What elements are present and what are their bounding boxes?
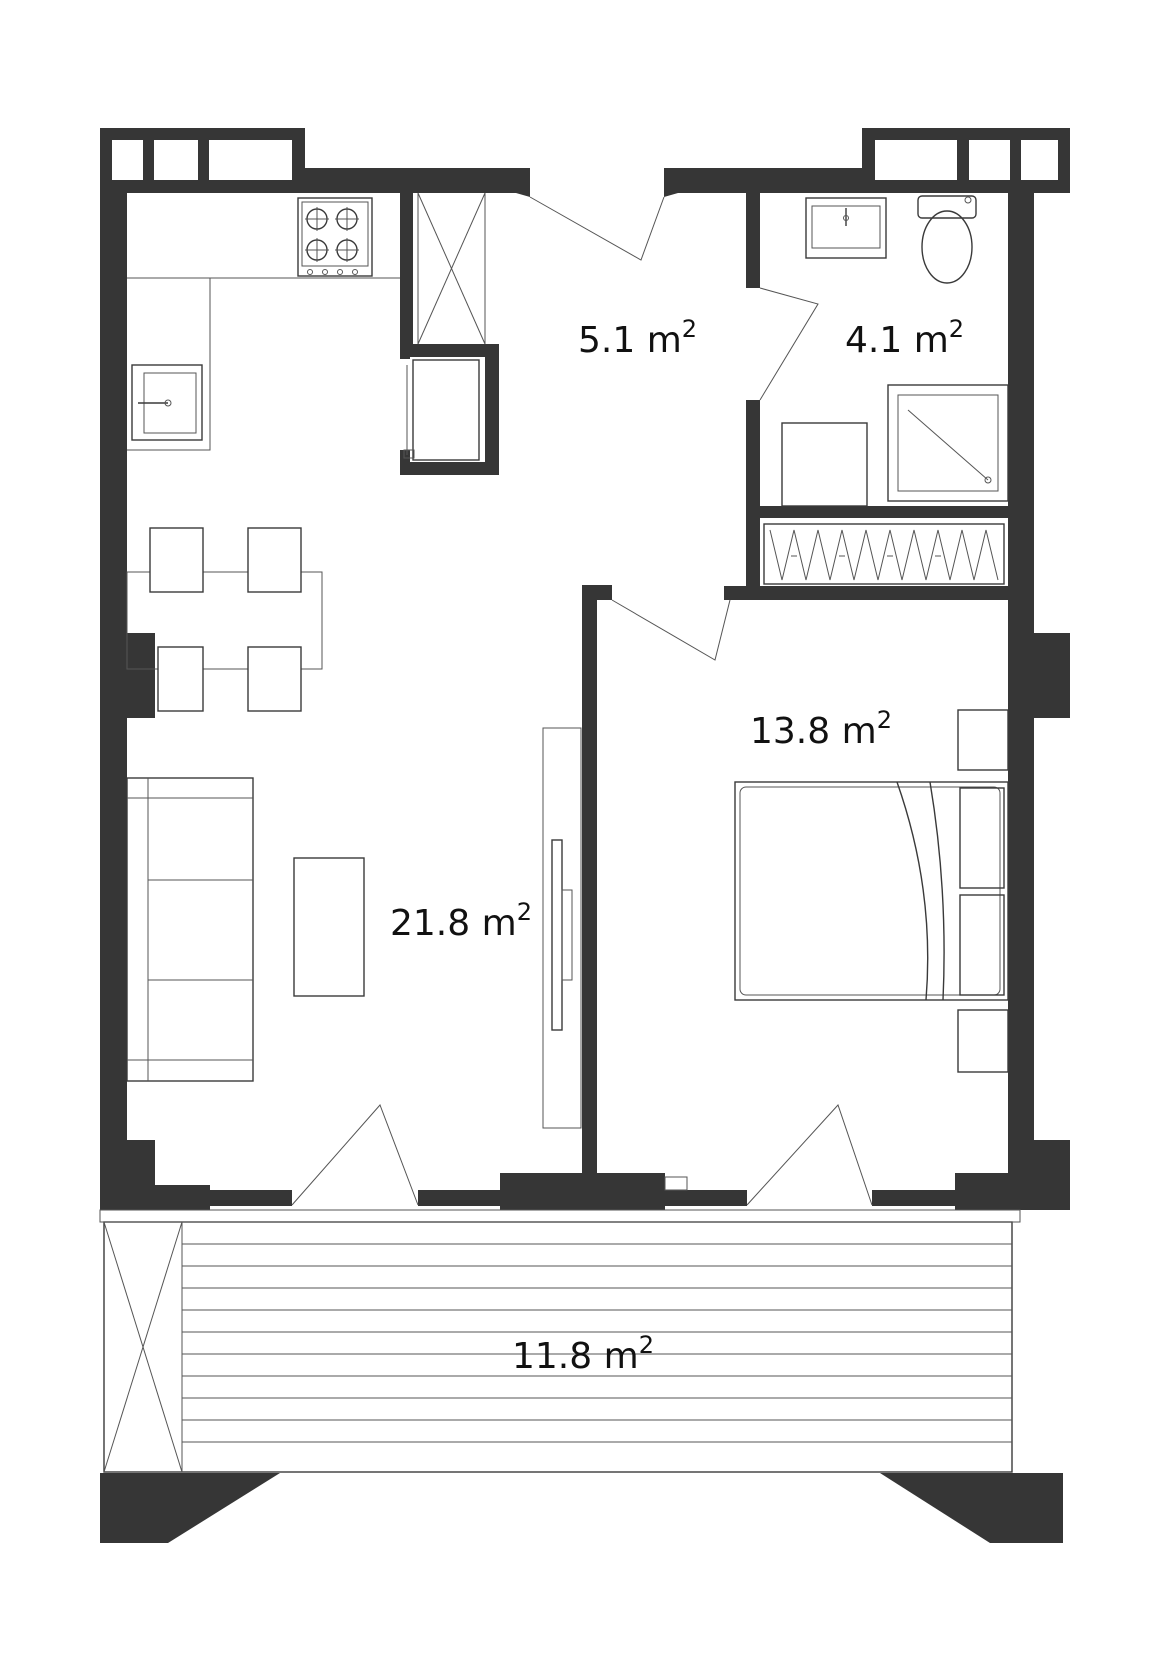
walls	[100, 128, 1070, 1543]
dining-set	[126, 527, 323, 712]
window-sill	[862, 180, 1070, 193]
window-mullion	[198, 128, 209, 193]
wall-bottom	[210, 1190, 292, 1206]
terrace-decking	[182, 1243, 1012, 1443]
wall-interior-vertical	[582, 590, 597, 1180]
bed-icon	[734, 781, 1009, 1001]
wall-top-right	[664, 168, 862, 193]
area-label-bedroom: 13.8 m2	[750, 706, 892, 752]
door-swing-living-terrace	[291, 1104, 419, 1206]
dining-table	[126, 571, 323, 670]
kitchen-sink-icon	[131, 364, 203, 441]
wall-storage	[400, 193, 413, 348]
chair	[247, 646, 302, 712]
cabinet-icon	[403, 359, 480, 461]
tv-cabinet	[542, 727, 582, 1129]
wall-storage	[400, 344, 410, 359]
window-mullion	[862, 128, 875, 193]
wall-right	[1008, 180, 1034, 1210]
wall-interior-cap	[582, 585, 612, 600]
window-mullion	[100, 128, 112, 193]
area-label-terrace: 11.8 m2	[512, 1331, 654, 1377]
wall-jamb	[724, 586, 760, 600]
window-mullion	[292, 128, 305, 193]
nightstand	[957, 709, 1009, 771]
terrace-wall-left	[100, 1473, 280, 1543]
sofa	[126, 777, 254, 1082]
terrace-wall-right	[880, 1473, 1063, 1543]
living-area	[126, 727, 582, 1129]
bathroom-sink-icon	[805, 197, 887, 259]
area-labels: 5.1 m2 4.1 m2 13.8 m2 21.8 m2 11.8 m2	[390, 315, 964, 1377]
window-mullion	[143, 128, 154, 193]
door-swing-bedroom-terrace	[746, 1104, 873, 1206]
shower-icon	[887, 384, 1009, 502]
wall-bottom-right	[955, 1173, 1034, 1210]
washing-machine-icon	[781, 422, 868, 507]
bedroom	[734, 709, 1009, 1073]
door-swing-bedroom	[611, 599, 731, 661]
door-swing-entrance	[529, 196, 665, 261]
terrace-threshold	[99, 1209, 1021, 1223]
wall-wardrobe-bottom	[746, 586, 1008, 600]
wall-jamb	[664, 168, 678, 197]
wall-bottom	[665, 1190, 747, 1206]
chair	[157, 646, 204, 712]
window-mullion	[1058, 128, 1070, 193]
window-mullion	[957, 128, 969, 193]
wall-bathroom-bottom	[746, 506, 1008, 518]
door-frame	[664, 1176, 688, 1191]
chair	[149, 527, 204, 593]
wall-bottom	[872, 1190, 962, 1206]
coffee-table	[293, 857, 365, 997]
window-mullion	[1010, 128, 1021, 193]
wall-jamb	[516, 168, 530, 197]
wall-bathroom	[746, 193, 760, 288]
wall-storage	[485, 344, 499, 474]
doors	[291, 196, 873, 1206]
area-label-hall: 5.1 m2	[578, 315, 697, 361]
wall-storage	[400, 462, 499, 475]
nightstand	[957, 1009, 1009, 1073]
kitchen	[127, 192, 486, 461]
chair	[247, 527, 302, 593]
window-sill	[100, 180, 305, 193]
bathroom	[781, 195, 1009, 507]
area-label-living-kitchen: 21.8 m2	[390, 898, 532, 944]
tv-icon	[551, 839, 573, 1031]
kitchen-counter	[127, 277, 211, 451]
toilet-icon	[917, 195, 977, 284]
stove-icon	[297, 197, 373, 277]
wall-bottom	[418, 1190, 500, 1206]
pillar-bottom-right	[1030, 1140, 1070, 1210]
wall-bathroom	[746, 400, 760, 600]
door-swing-bathroom	[759, 287, 819, 401]
wall-top-left	[305, 168, 530, 193]
area-label-bathroom: 4.1 m2	[845, 315, 964, 361]
terrace	[99, 1209, 1021, 1473]
wall-bottom	[100, 1185, 210, 1210]
wall-storage	[400, 450, 410, 475]
wall-storage	[400, 344, 498, 357]
fridge-icon	[417, 192, 486, 345]
wardrobe-icon	[763, 523, 1005, 585]
pillar-right	[1030, 633, 1070, 718]
